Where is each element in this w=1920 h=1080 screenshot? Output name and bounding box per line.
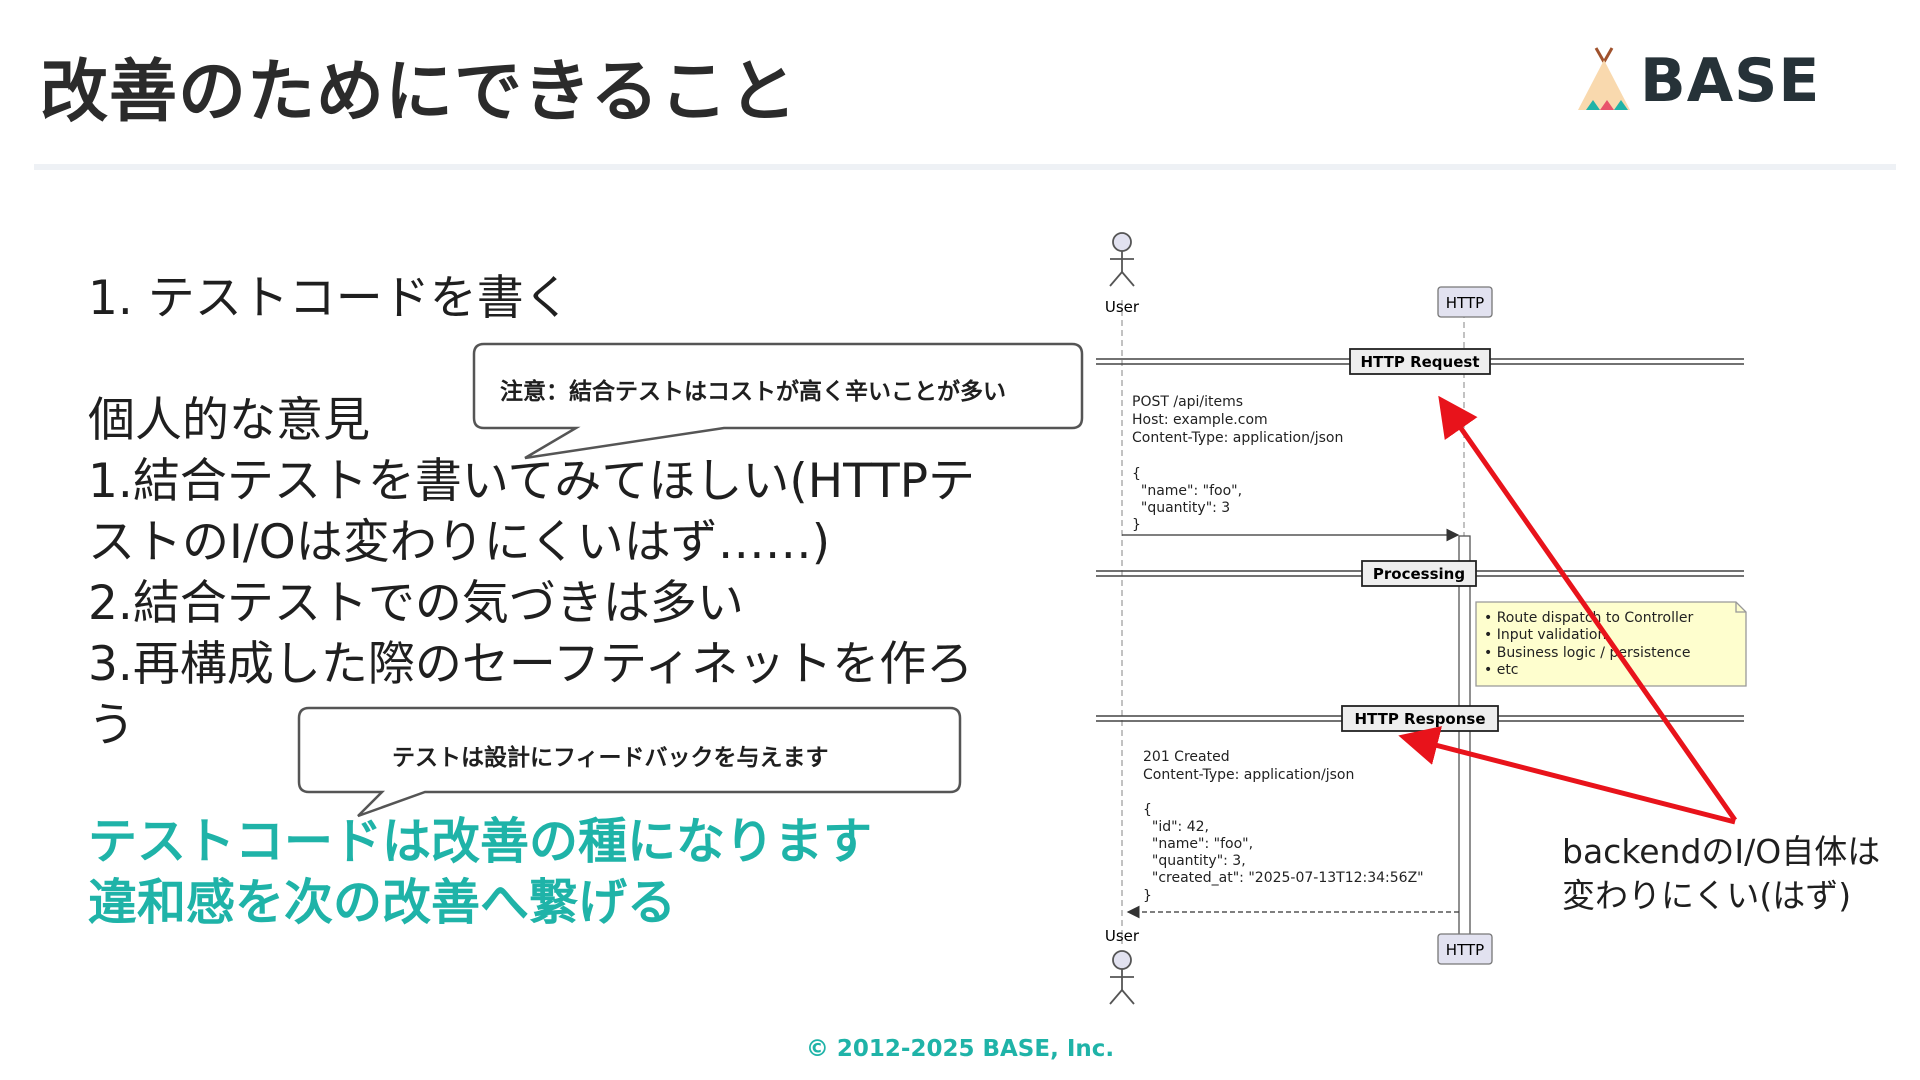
section-processing (1361, 560, 1477, 587)
opinion-line: 1.結合テストを書いてみてほしい(HTTPテ (88, 454, 976, 509)
svg-text:"quantity": 3: "quantity": 3 (1132, 500, 1230, 516)
callout-bubble-1 (472, 342, 1084, 460)
opinion-line: 2.結合テストでの気づきは多い (88, 576, 744, 631)
callout-text-cost: 注意：結合テストはコストが高く辛いことが多い (500, 379, 1006, 405)
annotation-arrow-response (1398, 726, 1736, 825)
title-divider (34, 164, 1896, 170)
svg-text:• Route dispatch to Controller: • Route dispatch to Controller (1484, 610, 1693, 626)
section-request-label: HTTP Request (1361, 353, 1480, 371)
logo-text: BASE (1640, 46, 1821, 116)
takeaway: テストコードは改善の種になります 違和感を次の改善へ繋げる (88, 811, 872, 933)
svg-text:{: { (1143, 802, 1152, 818)
svg-text:}: } (1132, 517, 1141, 533)
svg-text:Content-Type: application/json: Content-Type: application/json (1143, 767, 1354, 783)
opinion-block: 個人的な意見 1.結合テストを書いてみてほしい(HTTPテ ストのI/Oは変わり… (88, 390, 975, 756)
svg-text:POST /api/items: POST /api/items (1132, 394, 1243, 410)
svg-text:• Input validation: • Input validation (1484, 627, 1606, 643)
side-note-line: 変わりにくい(はず) (1562, 876, 1852, 915)
side-note-line: backendのI/O自体は (1562, 832, 1881, 871)
section-response-label: HTTP Response (1354, 710, 1485, 728)
takeaway-line: テストコードは改善の種になります (88, 813, 873, 870)
section-processing-label: Processing (1373, 565, 1465, 583)
processing-note-lines: • Route dispatch to Controller • Input v… (1484, 610, 1693, 678)
svg-text:"quantity": 3,: "quantity": 3, (1143, 853, 1246, 869)
annotation-arrow-request (1438, 395, 1738, 822)
stick-figure-icon (1109, 950, 1135, 1005)
main-heading: 1. テストコードを書く (88, 271, 571, 326)
http-activation (1458, 535, 1471, 937)
participant-user-top: User (1105, 298, 1140, 316)
participant-http-box-bottom (1437, 933, 1493, 965)
participant-http-top: HTTP (1446, 294, 1484, 312)
response-message: 201 Created Content-Type: application/js… (1143, 749, 1424, 904)
opinion-line: 3.再構成した際のセーフティネットを作ろ (88, 637, 974, 692)
svg-text:Content-Type: application/json: Content-Type: application/json (1132, 430, 1343, 446)
stick-figure-icon (1109, 232, 1135, 287)
svg-text:Host: example.com: Host: example.com (1132, 412, 1268, 428)
svg-text:"name": "foo",: "name": "foo", (1143, 836, 1253, 852)
participant-user-bottom: User (1105, 927, 1140, 945)
participant-http-box-top (1437, 286, 1493, 318)
section-request (1349, 348, 1491, 375)
svg-text:"id": 42,: "id": 42, (1143, 819, 1209, 835)
svg-text:"created_at": "2025-07-13T12:3: "created_at": "2025-07-13T12:34:56Z" (1143, 870, 1424, 886)
svg-text:{: { (1132, 466, 1141, 482)
teepee-icon (1578, 47, 1630, 110)
slide-title: 改善のためにできること (40, 53, 798, 132)
svg-text:201 Created: 201 Created (1143, 749, 1230, 765)
base-logo: BASE (1574, 46, 1819, 116)
copyright-footer: © 2012-2025 BASE, Inc. (805, 1036, 1115, 1062)
opinion-line: ストのI/Oは変わりにくいはず……) (88, 515, 831, 570)
request-message: POST /api/items Host: example.com Conten… (1132, 394, 1343, 533)
svg-text:• etc: • etc (1484, 662, 1519, 678)
sequence-diagram: User HTTP HTTP Request POST /api/items H… (1096, 232, 1747, 1005)
callout-text-feedback: テストは設計にフィードバックを与えます (392, 745, 829, 771)
callout-bubble-2 (297, 706, 962, 818)
svg-text:• Business logic / persistence: • Business logic / persistence (1484, 645, 1690, 661)
svg-text:"name": "foo",: "name": "foo", (1132, 483, 1242, 499)
svg-text:}: } (1143, 888, 1152, 904)
opinion-line: う (88, 698, 135, 753)
takeaway-line: 違和感を次の改善へ繋げる (88, 874, 677, 931)
opinion-heading: 個人的な意見 (88, 393, 370, 448)
side-note: backendのI/O自体は 変わりにくい(はず) (1562, 830, 1880, 918)
participant-http-bottom: HTTP (1446, 941, 1484, 959)
